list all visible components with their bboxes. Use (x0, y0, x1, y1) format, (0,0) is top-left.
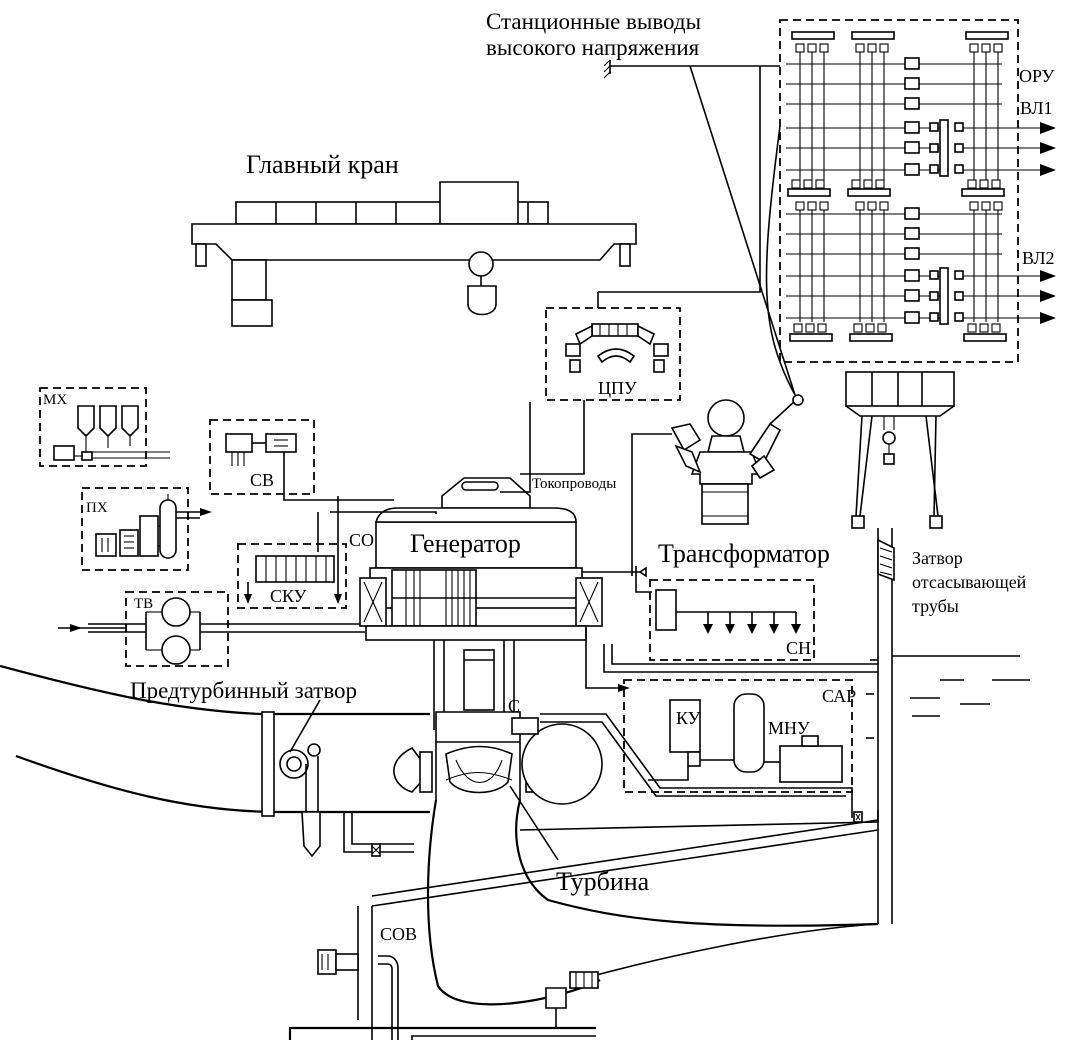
draft-tube (372, 800, 878, 1004)
cpu-label: ЦПУ (598, 378, 637, 398)
sn-label: СН (786, 638, 811, 658)
sar-label: САР (822, 686, 856, 706)
pre-turbine-gate-label: Предтурбинный затвор (130, 678, 357, 703)
sar-block (624, 680, 852, 792)
ku-label: КУ (676, 708, 701, 728)
draft-gate-label-line1: Затвор (912, 548, 963, 568)
tv-label: ТВ (134, 596, 153, 612)
oru-switchgear (780, 20, 1056, 362)
sv-label: СВ (250, 470, 274, 490)
hv-outputs-label-line2: высокого напряжения (486, 35, 700, 60)
draft-gate-label-line3: трубы (912, 596, 959, 616)
sku-label: СКУ (270, 586, 307, 606)
oru-label: ОРУ (1019, 66, 1055, 86)
generator (360, 478, 646, 730)
servo-c-label: С (508, 696, 520, 716)
mnu-label: МНУ (768, 718, 810, 738)
sv-block (210, 420, 394, 500)
sov-label: СОВ (380, 924, 417, 944)
so-label: СО (349, 530, 374, 550)
current-leads-label: Токопроводы (532, 476, 616, 492)
main-crane-label: Главный кран (246, 150, 399, 179)
main-crane (192, 182, 636, 326)
tv-block (58, 592, 365, 666)
vl1-label: ВЛ1 (1020, 98, 1053, 118)
tailwater-level (866, 656, 1030, 738)
vl2-label: ВЛ2 (1022, 248, 1055, 268)
hv-outputs-label-line1: Станционные выводы (486, 9, 701, 34)
mx-label: МХ (43, 392, 67, 408)
px-label: ПХ (86, 500, 108, 516)
transformer-label: Трансформатор (658, 539, 830, 568)
sov-block (290, 906, 598, 1040)
draft-gate-label-line2: отсасывающей (912, 572, 1027, 592)
sn-block (586, 580, 814, 692)
draft-tube-gantry-crane (846, 372, 954, 924)
generator-label: Генератор (410, 529, 521, 558)
turbine (394, 650, 602, 804)
